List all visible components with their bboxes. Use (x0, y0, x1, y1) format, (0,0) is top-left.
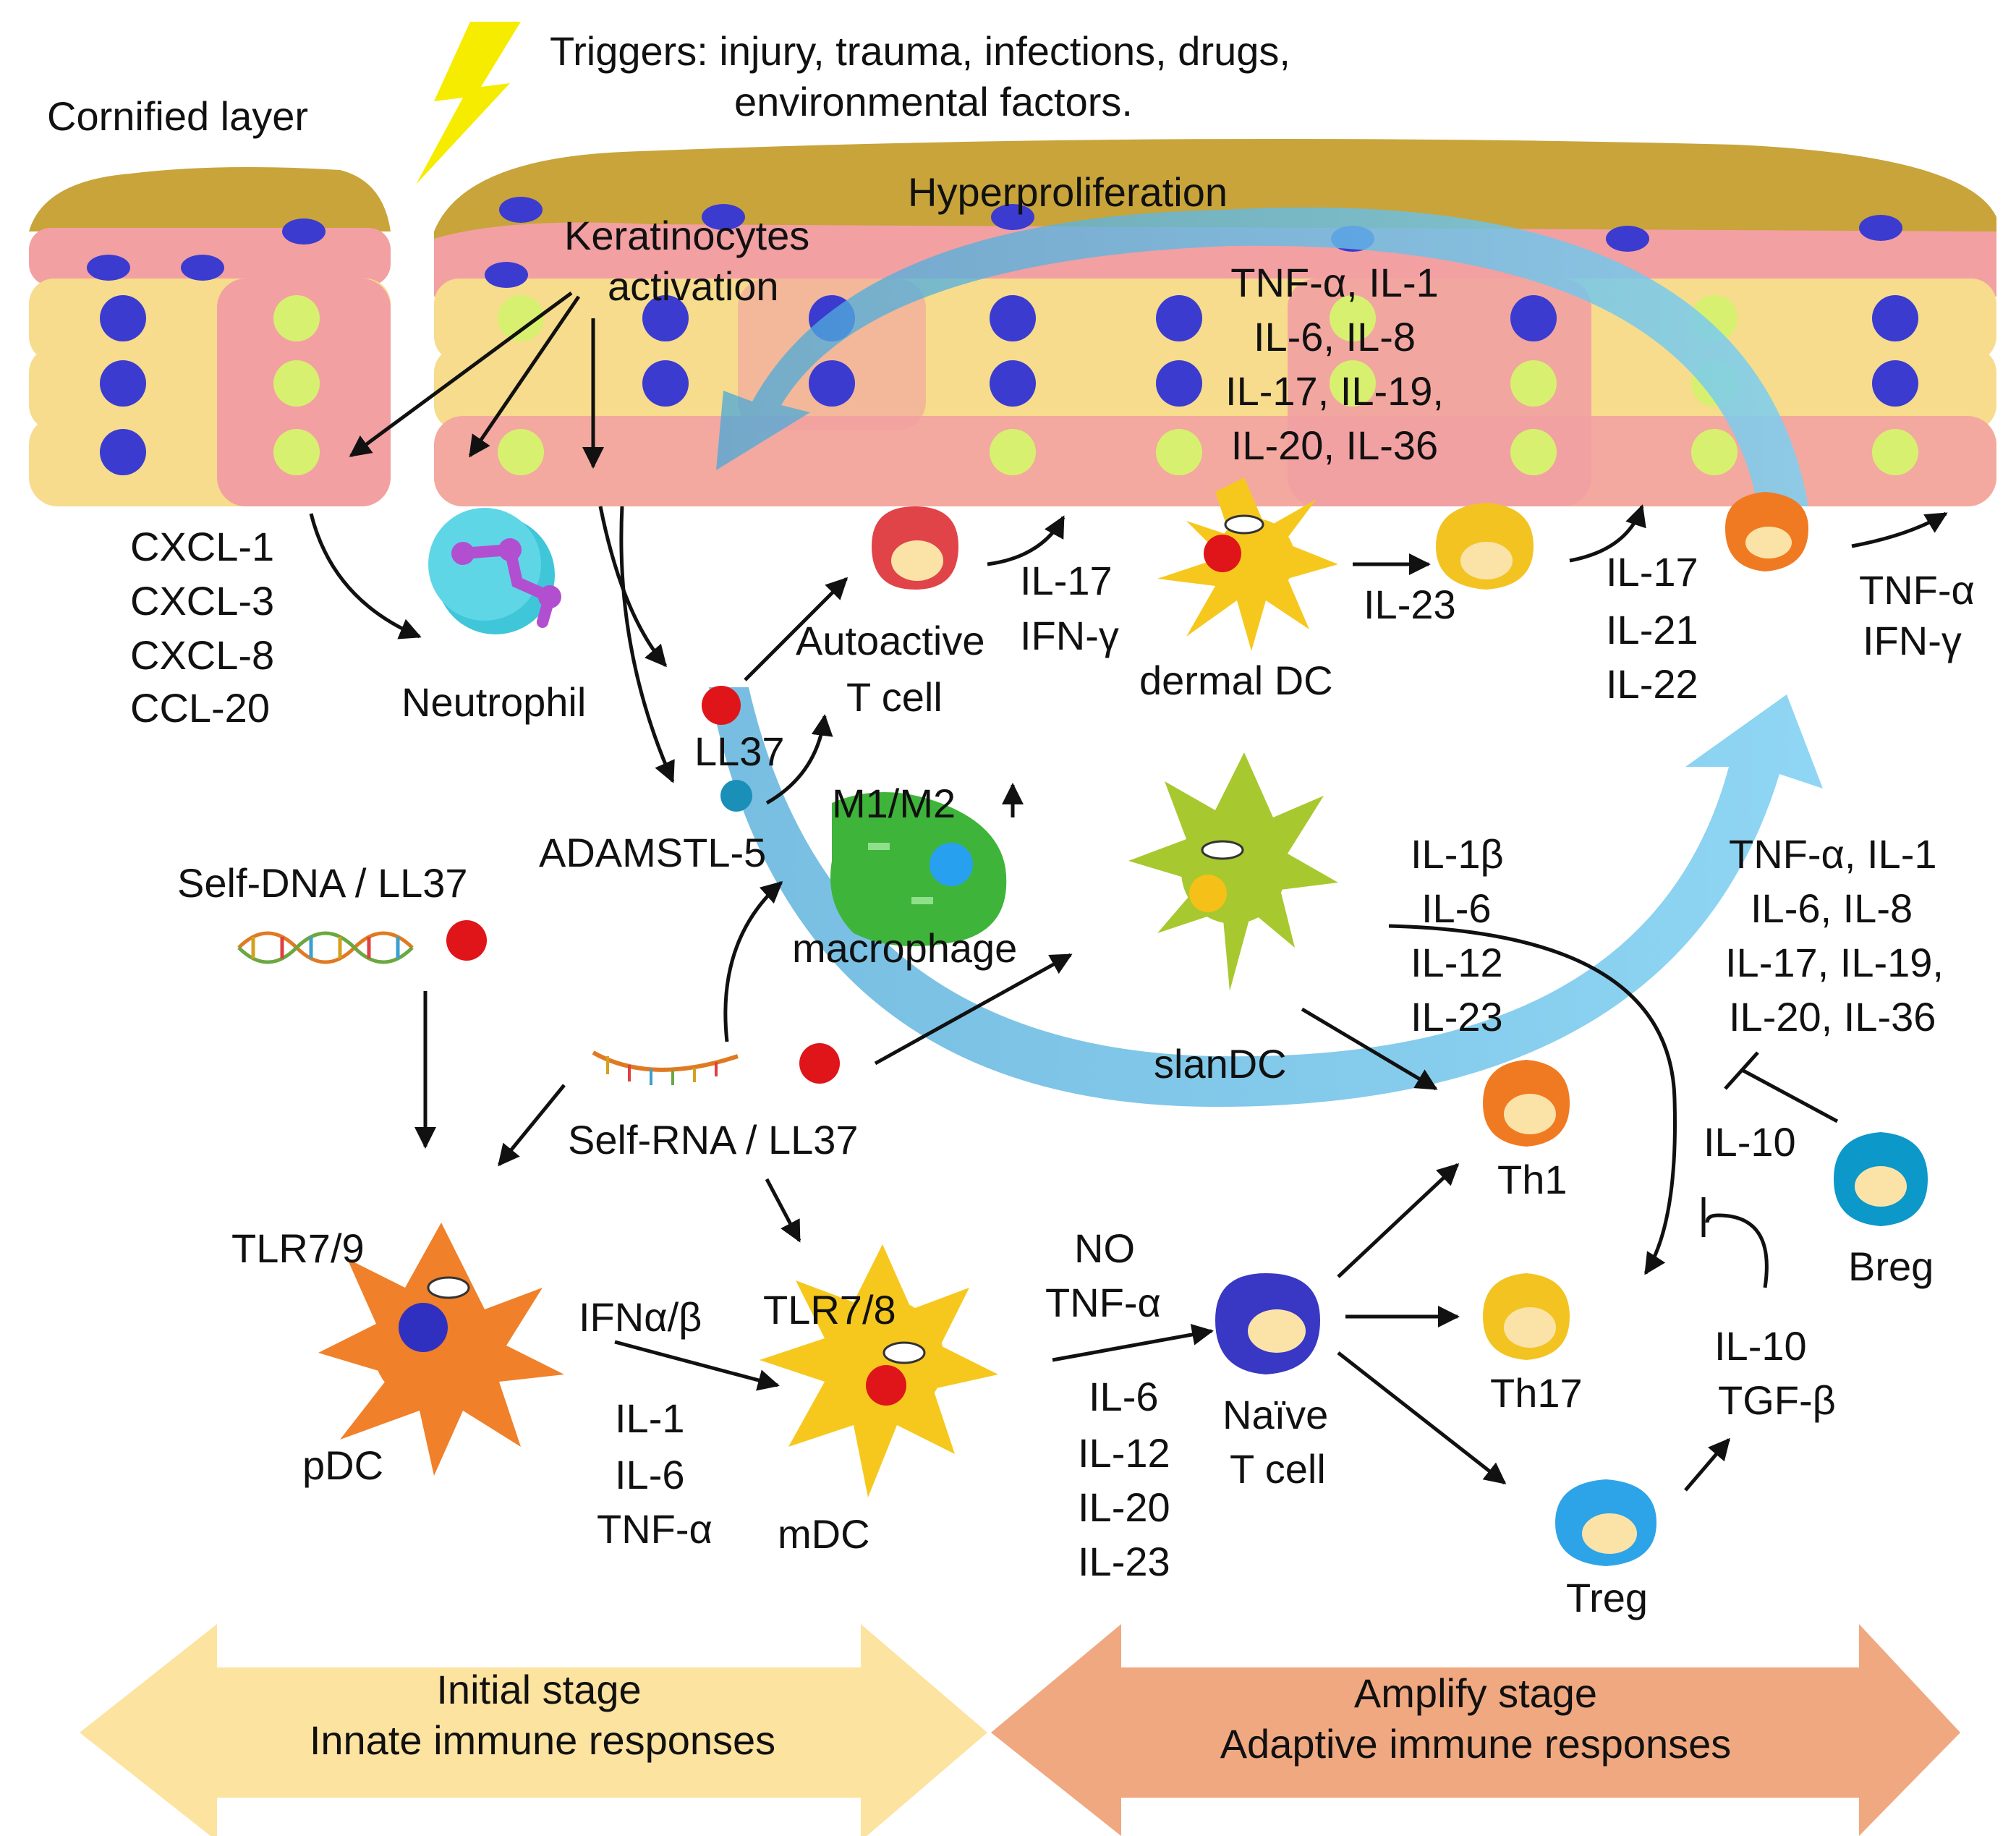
ll37-label: LL37 (694, 728, 785, 774)
no-label: NO (1074, 1225, 1135, 1271)
mdc-cytokine-4: IL-23 (1078, 1539, 1170, 1584)
pdc-cytokine-3: TNF-α (597, 1506, 713, 1552)
th-cell-yellow (1436, 503, 1534, 590)
keratinocytes-activation-label: activation (608, 263, 779, 309)
self-dna-label: Self-DNA / LL37 (177, 860, 468, 906)
tlr79-label: TLR7/9 (231, 1225, 365, 1271)
amplify-stage-arrow: Amplify stage Adaptive immune responses (991, 1624, 1960, 1836)
th17-label: Th17 (1490, 1370, 1583, 1416)
slan-cytokine-2: IL-6 (1421, 885, 1492, 931)
dna-helix-icon (237, 931, 414, 964)
innate-label: Innate immune responses (310, 1717, 775, 1763)
il22-label: IL-22 (1606, 661, 1698, 707)
rna-strand-icon (592, 1050, 739, 1085)
epidermis-cytokines: TNF-α, IL-1 IL-6, IL-8 IL-17, IL-19, IL-… (1225, 260, 1444, 468)
pdc-cell (318, 1223, 564, 1476)
treg-label: Treg (1566, 1575, 1648, 1620)
neutrophil-label: Neutrophil (401, 679, 586, 725)
mdc-cytokine-2: IL-12 (1078, 1430, 1170, 1476)
tlr78-label: TLR7/8 (763, 1287, 896, 1333)
macrophage-label: macrophage (792, 925, 1017, 971)
chemokine-1: CXCL-1 (130, 524, 274, 569)
pdc-cytokine-2: IL-6 (615, 1452, 685, 1497)
slan-dc-cell (1128, 752, 1338, 991)
dermal-dc-cell (1157, 477, 1338, 651)
th-cell-orange (1725, 492, 1808, 571)
mdc-cytokine-1: IL-6 (1089, 1374, 1159, 1419)
th1-label: Th1 (1497, 1157, 1568, 1202)
self-rna-label: Self-RNA / LL37 (568, 1117, 859, 1163)
autoactive-t-cell (872, 506, 958, 590)
ifnab-label: IFNα/β (579, 1294, 702, 1340)
right-cytokine-4: IL-20, IL-36 (1729, 994, 1936, 1040)
chemokine-3: CXCL-8 (130, 632, 274, 678)
il10-label: IL-10 (1704, 1119, 1796, 1165)
right-cytokine-1: TNF-α, IL-1 (1729, 831, 1937, 877)
chemokine-2: CXCL-3 (130, 578, 274, 624)
chemokine-4: CCL-20 (130, 685, 270, 731)
arrows (309, 291, 1948, 1492)
right-cytokine-3: IL-17, IL-19, (1725, 940, 1944, 985)
mdc-label: mDC (778, 1511, 870, 1557)
initial-stage-label: Initial stage (436, 1667, 641, 1712)
ifng-label: IFN-γ (1020, 613, 1119, 658)
slan-cytokine-4: IL-23 (1411, 994, 1503, 1040)
triggers-line2: environmental factors. (734, 79, 1133, 124)
mdc-cell (760, 1244, 998, 1497)
il17-label: IL-17 (1020, 558, 1113, 603)
pdc-cytokine-1: IL-1 (615, 1395, 685, 1441)
naive-label: Naïve (1222, 1392, 1328, 1437)
amplify-stage-label: Amplify stage (1354, 1670, 1597, 1716)
tnf-mdc-label: TNF-α (1045, 1280, 1161, 1325)
epi-cytokine-2: IL-6, IL-8 (1254, 314, 1416, 360)
epi-cytokine-3: IL-17, IL-19, (1225, 368, 1444, 414)
treg-cell (1555, 1479, 1656, 1566)
cell-labels: CXCL-1 CXCL-3 CXCL-8 CCL-20 Neutrophil A… (130, 524, 1975, 1620)
ll37-dot-rna (799, 1043, 840, 1084)
th1-cell (1483, 1060, 1570, 1147)
naive-tcell-label: T cell (1230, 1446, 1326, 1492)
keratinocytes-label: Keratinocytes (564, 213, 809, 258)
autoactive-label: Autoactive (796, 618, 985, 663)
neutrophil-cell (428, 508, 561, 634)
initial-stage-arrow: Initial stage Innate immune responses (80, 1624, 987, 1836)
ll37-dot (702, 686, 741, 725)
dermal-dc-label: dermal DC (1139, 658, 1333, 703)
ll37-dot-dna (446, 920, 487, 961)
m1m2-label: M1/M2 (832, 781, 956, 826)
il17-right-label: IL-17 (1606, 549, 1698, 595)
slan-cytokine-3: IL-12 (1411, 940, 1503, 985)
tnf-right-label: TNF-α (1859, 567, 1975, 613)
treg-il10-label: IL-10 (1714, 1323, 1807, 1369)
slan-dc-label: slanDC (1154, 1041, 1287, 1087)
breg-cell (1834, 1132, 1928, 1226)
tgfb-label: TGF-β (1718, 1377, 1836, 1423)
epi-cytokine-1: TNF-α, IL-1 (1230, 260, 1439, 305)
slan-cytokine-1: IL-1β (1411, 831, 1504, 877)
inhibition-lines (1701, 1051, 1839, 1288)
autoactive-tcell-label: T cell (846, 674, 943, 720)
ifng-right-label: IFN-γ (1863, 618, 1962, 663)
naive-t-cell (1215, 1273, 1320, 1374)
triggers-line1: Triggers: injury, trauma, infections, dr… (550, 28, 1290, 74)
il23-label: IL-23 (1364, 582, 1456, 627)
mdc-cytokine-3: IL-20 (1078, 1484, 1170, 1530)
epi-cytokine-4: IL-20, IL-36 (1231, 422, 1438, 468)
hyperproliferation-label: Hyperproliferation (908, 169, 1228, 215)
adaptive-label: Adaptive immune responses (1220, 1721, 1732, 1767)
pdc-label: pDC (302, 1442, 383, 1488)
cornified-layer-label: Cornified layer (47, 93, 308, 139)
il21-label: IL-21 (1606, 607, 1698, 653)
right-cytokine-2: IL-6, IL-8 (1751, 885, 1913, 931)
adamstl5-label: ADAMSTL-5 (539, 830, 766, 875)
th17-cell (1483, 1273, 1570, 1360)
adamstl5-dot (720, 780, 752, 812)
amplify-flow-arrow (709, 687, 1823, 1107)
lightning-icon (416, 22, 521, 184)
epidermis-left-block (29, 167, 391, 506)
breg-label: Breg (1848, 1244, 1934, 1289)
macrophage-cell (830, 792, 1007, 946)
